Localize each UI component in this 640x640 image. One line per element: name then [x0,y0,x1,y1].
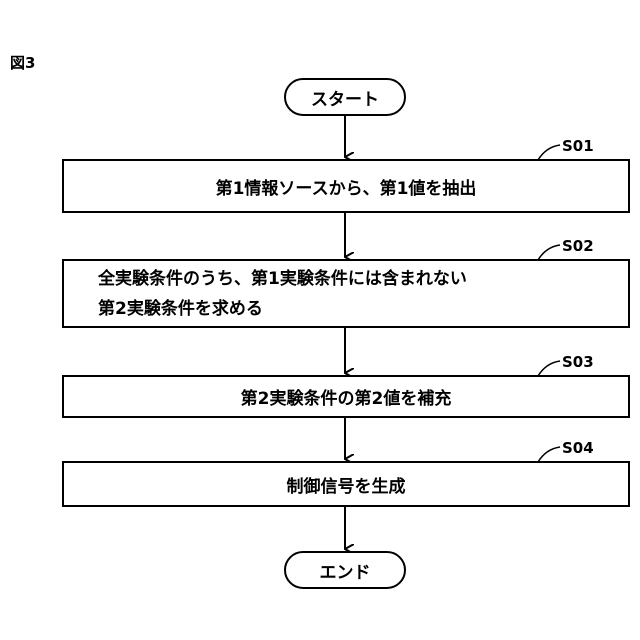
end-label: エンド [320,558,371,583]
process-box-s04: 制御信号を生成 [62,461,630,507]
process-text-s02-line1: 全実験条件のうち、第1実験条件には含まれない [98,264,467,294]
process-text-s03: 第2実験条件の第2値を補充 [241,384,452,409]
process-text-s04: 制御信号を生成 [287,472,406,497]
process-box-s02: 全実験条件のうち、第1実験条件には含まれない 第2実験条件を求める [62,259,630,328]
start-label: スタート [311,85,379,110]
start-terminal: スタート [284,78,406,116]
leader-s04 [538,447,560,462]
process-text-s02-line2: 第2実験条件を求める [98,294,263,324]
step-id-s03: S03 [562,353,594,371]
step-id-s02: S02 [562,237,594,255]
process-text-s01: 第1情報ソースから、第1値を抽出 [216,174,477,199]
leader-s03 [538,361,560,376]
process-box-s03: 第2実験条件の第2値を補充 [62,375,630,418]
step-id-s01: S01 [562,137,594,155]
step-id-s04: S04 [562,439,594,457]
leader-s01 [538,145,560,160]
process-box-s01: 第1情報ソースから、第1値を抽出 [62,159,630,213]
leader-s02 [538,245,560,260]
end-terminal: エンド [284,551,406,589]
